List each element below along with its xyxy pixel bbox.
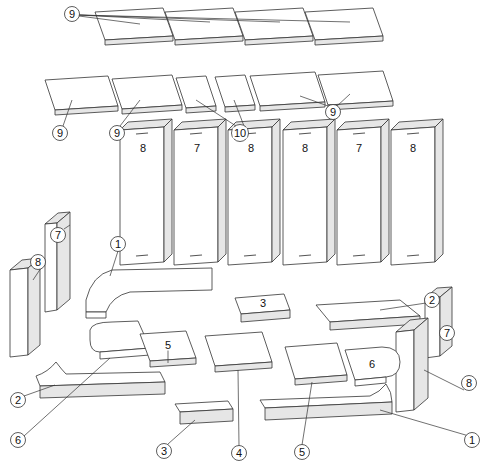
middle-plates [45,71,393,115]
callout-number: 1 [468,435,476,446]
callout-number: 8 [301,143,309,154]
callout-number: 6 [368,359,376,370]
callout-number: 9 [56,128,64,139]
callout-number: 9 [329,107,337,118]
callout-number: 8 [34,257,42,268]
callout-number: 3 [160,446,168,457]
leader-lines [24,15,469,446]
back-panels [120,119,443,265]
callout-number: 9 [113,128,121,139]
callout-number: 10 [233,128,247,139]
callout-circles [11,7,480,461]
callout-number: 8 [465,378,473,389]
hearth-front-row [36,362,392,424]
callout-number: 6 [14,435,22,446]
callout-number: 9 [68,9,76,20]
callout-number: 5 [164,340,172,351]
callout-number: 4 [235,448,243,459]
callout-number: 2 [14,395,22,406]
left-uprights [10,212,70,357]
top-plates [95,8,383,45]
callout-number: 8 [247,143,255,154]
callout-number: 1 [114,239,122,250]
callout-number: 8 [409,143,417,154]
callout-number: 7 [443,328,451,339]
callout-number: 7 [193,143,201,154]
callout-number: 5 [298,447,306,458]
callout-number: 7 [54,230,62,241]
callout-number: 7 [355,143,363,154]
callout-number: 3 [259,298,267,309]
callout-number: 2 [428,295,436,306]
callout-number: 8 [139,143,147,154]
